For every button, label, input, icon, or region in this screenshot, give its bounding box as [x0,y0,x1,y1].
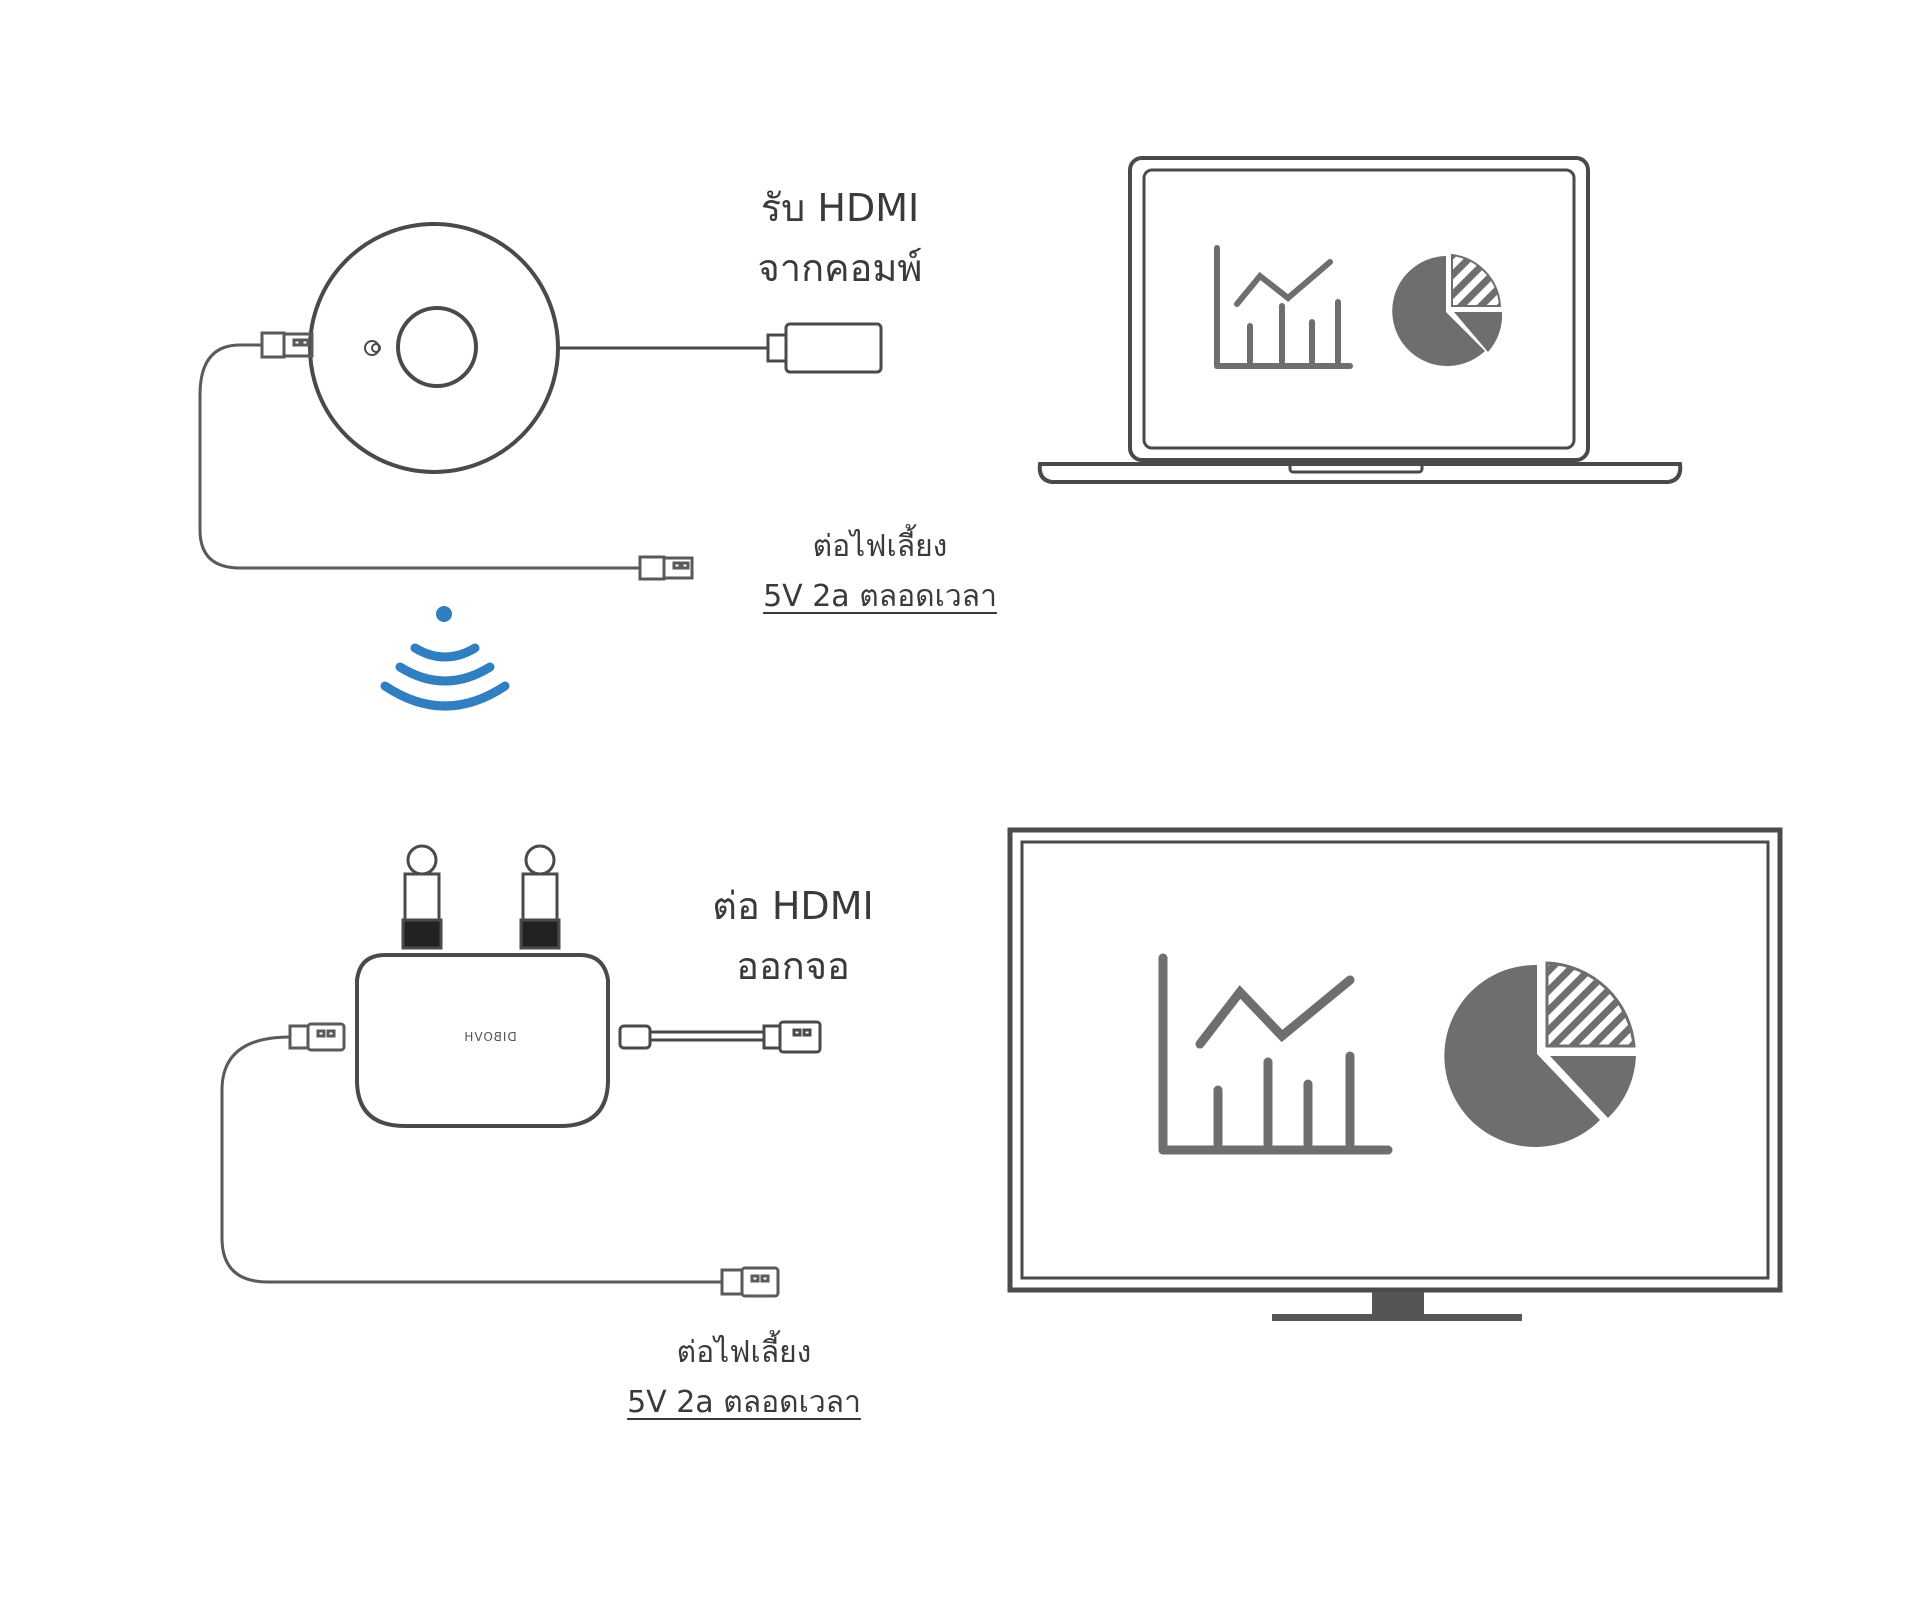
receiver-hdmi-cable [618,1020,822,1054]
transmitter-device [308,222,560,474]
pie-chart-icon [1392,253,1503,366]
receiver-power-line1: ต่อไฟเลี้ยง [676,1335,812,1370]
laptop-icon [1037,156,1683,484]
wifi-icon [380,606,510,711]
usb-plug-icon [638,555,694,581]
transmitter-hdmi-label: รับ HDMI จากคอมพ์ [700,178,980,298]
transmitter-hdmi-cable [558,322,883,374]
pie-chart-icon [1444,961,1636,1147]
receiver-brand-label: DIBOVH [440,1030,540,1044]
transmitter-label-line1: รับ HDMI [760,186,920,230]
receiver-hdmi-label: ต่อ HDMI ออกจอ [668,876,918,996]
usb-plug-icon [720,1266,780,1298]
transmitter-power-line2: 5V 2a ตลอดเวลา [763,579,997,614]
receiver-power-line2: 5V 2a ตลอดเวลา [627,1385,861,1420]
line-chart-icon [1214,245,1353,369]
transmitter-logo-icon [364,340,381,356]
tv-icon [1007,827,1783,1321]
receiver-label-line1: ต่อ HDMI [712,884,874,928]
receiver-body [355,953,610,1128]
transmitter-button [396,306,478,388]
transmitter-label-line2: จากคอมพ์ [757,246,923,290]
usb-plug-icon [288,1022,346,1052]
receiver-antenna-right [519,844,561,950]
receiver-power-cable [220,1022,780,1298]
receiver-device [355,953,610,1128]
transmitter-power-line1: ต่อไฟเลี้ยง [812,529,948,564]
receiver-brand-text: DIBOVH [463,1030,517,1044]
transmitter-power-cable [198,331,694,581]
usb-plug-icon [260,331,314,359]
line-chart-icon [1158,953,1393,1155]
usb-plug-icon [762,1020,822,1054]
receiver-power-label: ต่อไฟเลี้ยง 5V 2a ตลอดเวลา [584,1328,904,1428]
receiver-antenna-left [401,844,443,950]
transmitter-puck [308,222,560,474]
transmitter-power-label: ต่อไฟเลี้ยง 5V 2a ตลอดเวลา [720,522,1040,622]
receiver-label-line2: ออกจอ [736,944,850,988]
hdmi-plug-icon [784,322,883,374]
